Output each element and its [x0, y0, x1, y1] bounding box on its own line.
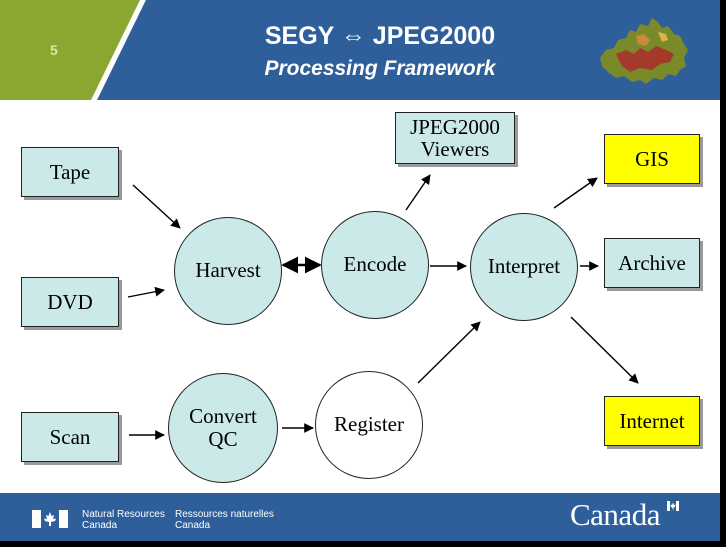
dept-fr-line1: Ressources naturelles: [175, 509, 274, 520]
jpeg2000-viewers-box: JPEG2000 Viewers: [395, 112, 515, 164]
harvest-node: Harvest: [174, 217, 282, 325]
archive-box: Archive: [604, 238, 700, 288]
arrow-encode-to-viewers: [405, 174, 431, 211]
qc-label: QC: [208, 427, 238, 451]
archive-label: Archive: [618, 250, 686, 275]
gis-box: GIS: [604, 134, 700, 184]
arrow-interpret-to-internet: [570, 316, 639, 384]
internet-label: Internet: [619, 408, 685, 433]
viewers-label-line1: JPEG2000: [410, 114, 500, 139]
canada-flag-icon: [32, 510, 68, 528]
encode-label: Encode: [343, 252, 407, 277]
convert-qc-node: Convert QC: [168, 373, 278, 483]
dept-en-line2: Canada: [82, 520, 118, 531]
viewers-label-line2: Viewers: [420, 137, 490, 161]
frame-edge-bottom: [0, 541, 726, 547]
convert-label: Convert: [189, 403, 257, 428]
register-label: Register: [334, 412, 404, 437]
dept-name-english: Natural Resources Canada: [82, 509, 165, 531]
canada-wordmark: Canada: [570, 497, 660, 532]
wordmark-flag-icon: [667, 501, 679, 511]
scan-box: Scan: [21, 412, 119, 462]
encode-node: Encode: [321, 211, 429, 319]
interpret-node: Interpret: [470, 213, 578, 321]
footer-banner: Natural Resources Canada Ressources natu…: [0, 493, 726, 547]
dept-name-french: Ressources naturelles Canada: [175, 509, 274, 531]
frame-edge-right: [720, 0, 726, 547]
arrow-register-to-interpret: [417, 321, 481, 384]
header-banner: 5 SEGY ⇔ JPEG2000 Processing Framework: [0, 0, 726, 100]
arrow-interpret-to-gis: [553, 177, 598, 209]
dept-fr-line2: Canada: [175, 520, 211, 531]
harvest-label: Harvest: [195, 258, 261, 283]
dept-en-line1: Natural Resources: [82, 509, 165, 520]
canada-map-icon: [600, 18, 688, 84]
dvd-label: DVD: [47, 289, 93, 314]
tape-box: Tape: [21, 147, 119, 197]
slide-subtitle: Processing Framework: [264, 57, 496, 80]
dvd-box: DVD: [21, 277, 119, 327]
internet-box: Internet: [604, 396, 700, 446]
tape-label: Tape: [49, 159, 91, 184]
arrow-tape-to-harvest: [132, 184, 181, 229]
arrow-dvd-to-harvest: [127, 286, 165, 298]
interpret-label: Interpret: [487, 254, 561, 279]
slide-number: 5: [50, 42, 58, 58]
register-node: Register: [315, 371, 423, 479]
gis-label: GIS: [635, 146, 669, 171]
scan-label: Scan: [49, 424, 91, 449]
slide-title: SEGY ⇔ JPEG2000: [264, 22, 496, 50]
